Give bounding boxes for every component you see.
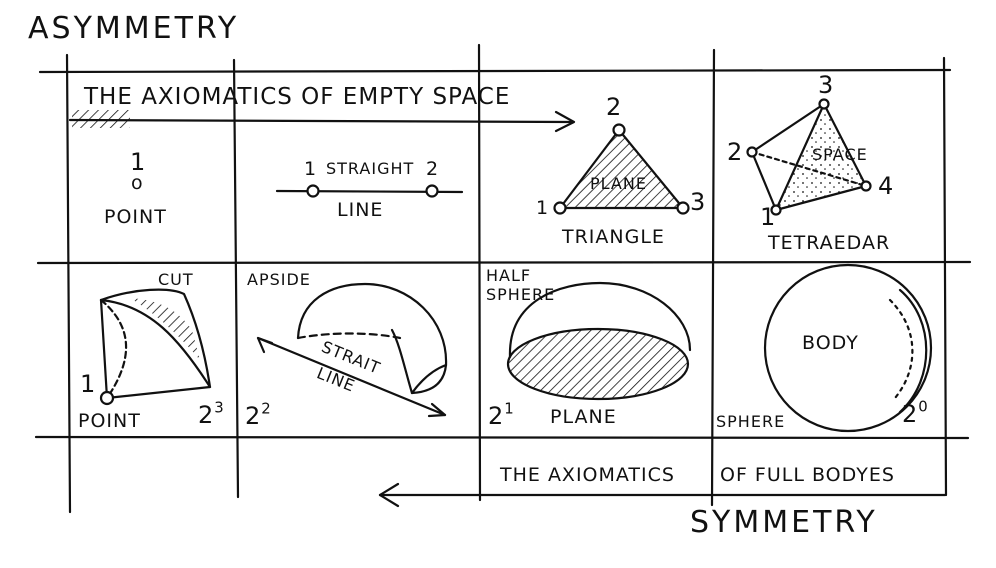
plane-label: PLANE: [590, 174, 647, 193]
apside-exp-base: 2: [245, 402, 262, 430]
half-exp: 1: [504, 399, 515, 418]
tetra-num-1: 1: [760, 203, 777, 231]
line-num-2: 2: [426, 158, 440, 180]
sphere-exp: 0: [918, 397, 929, 416]
tetrahedron-figure: [746, 98, 872, 216]
triangle-num-3: 3: [690, 188, 707, 216]
point-dot: o: [131, 172, 144, 194]
full-bodies-header-part2: OF FULL BODYES: [720, 464, 895, 486]
body-label: BODY: [802, 332, 859, 354]
sphere-exponent: 20: [902, 399, 929, 428]
tetra-num-2: 2: [727, 138, 744, 166]
space-label: SPACE: [812, 145, 868, 164]
half-sphere-figure: [506, 281, 692, 401]
half-exp-base: 2: [488, 402, 505, 430]
straight-line-figure: [275, 184, 464, 198]
half-label: HALF: [486, 266, 532, 285]
sphere-exp-base: 2: [902, 400, 919, 428]
symmetry-title: SYMMETRY: [690, 505, 878, 540]
asymmetry-title: ASYMMETRY: [28, 11, 240, 46]
cut-num-1: 1: [80, 370, 97, 398]
cut-exp: 3: [214, 398, 225, 417]
sphere-label: SPHERE: [716, 412, 786, 431]
apside-figure: [256, 282, 448, 418]
triangle-figure: [553, 123, 690, 215]
cut-figure: [99, 288, 212, 406]
triangle-label: TRIANGLE: [562, 226, 665, 248]
sphere-label-top: SPHERE: [486, 285, 556, 304]
triangle-num-2: 2: [606, 93, 623, 121]
empty-space-header: THE AXIOMATICS OF EMPTY SPACE: [84, 84, 511, 110]
cut-label: CUT: [158, 270, 194, 289]
tetra-num-4: 4: [878, 172, 895, 200]
full-bodies-arrow: [378, 482, 947, 508]
straight-label: STRAIGHT: [326, 159, 415, 178]
empty-space-arrow: [68, 110, 576, 133]
cut-point-label: POINT: [78, 410, 141, 432]
cut-exponent: 23: [198, 400, 225, 429]
tetraedar-label: TETRAEDAR: [768, 232, 891, 254]
line-label: LINE: [337, 199, 384, 221]
apside-exponent: 22: [245, 401, 272, 430]
tetra-num-3: 3: [818, 71, 835, 99]
point-number: 1: [130, 148, 147, 176]
triangle-num-1: 1: [536, 197, 550, 219]
apside-label: APSIDE: [247, 270, 311, 289]
point-label: POINT: [104, 206, 167, 228]
line-num-1: 1: [304, 158, 318, 180]
half-exponent: 21: [488, 401, 515, 430]
full-bodies-header-part1: THE AXIOMATICS: [500, 464, 675, 486]
apside-exp: 2: [261, 399, 272, 418]
half-plane-label: PLANE: [550, 406, 617, 428]
cut-exp-base: 2: [198, 401, 215, 429]
sphere-figure: [763, 263, 933, 433]
